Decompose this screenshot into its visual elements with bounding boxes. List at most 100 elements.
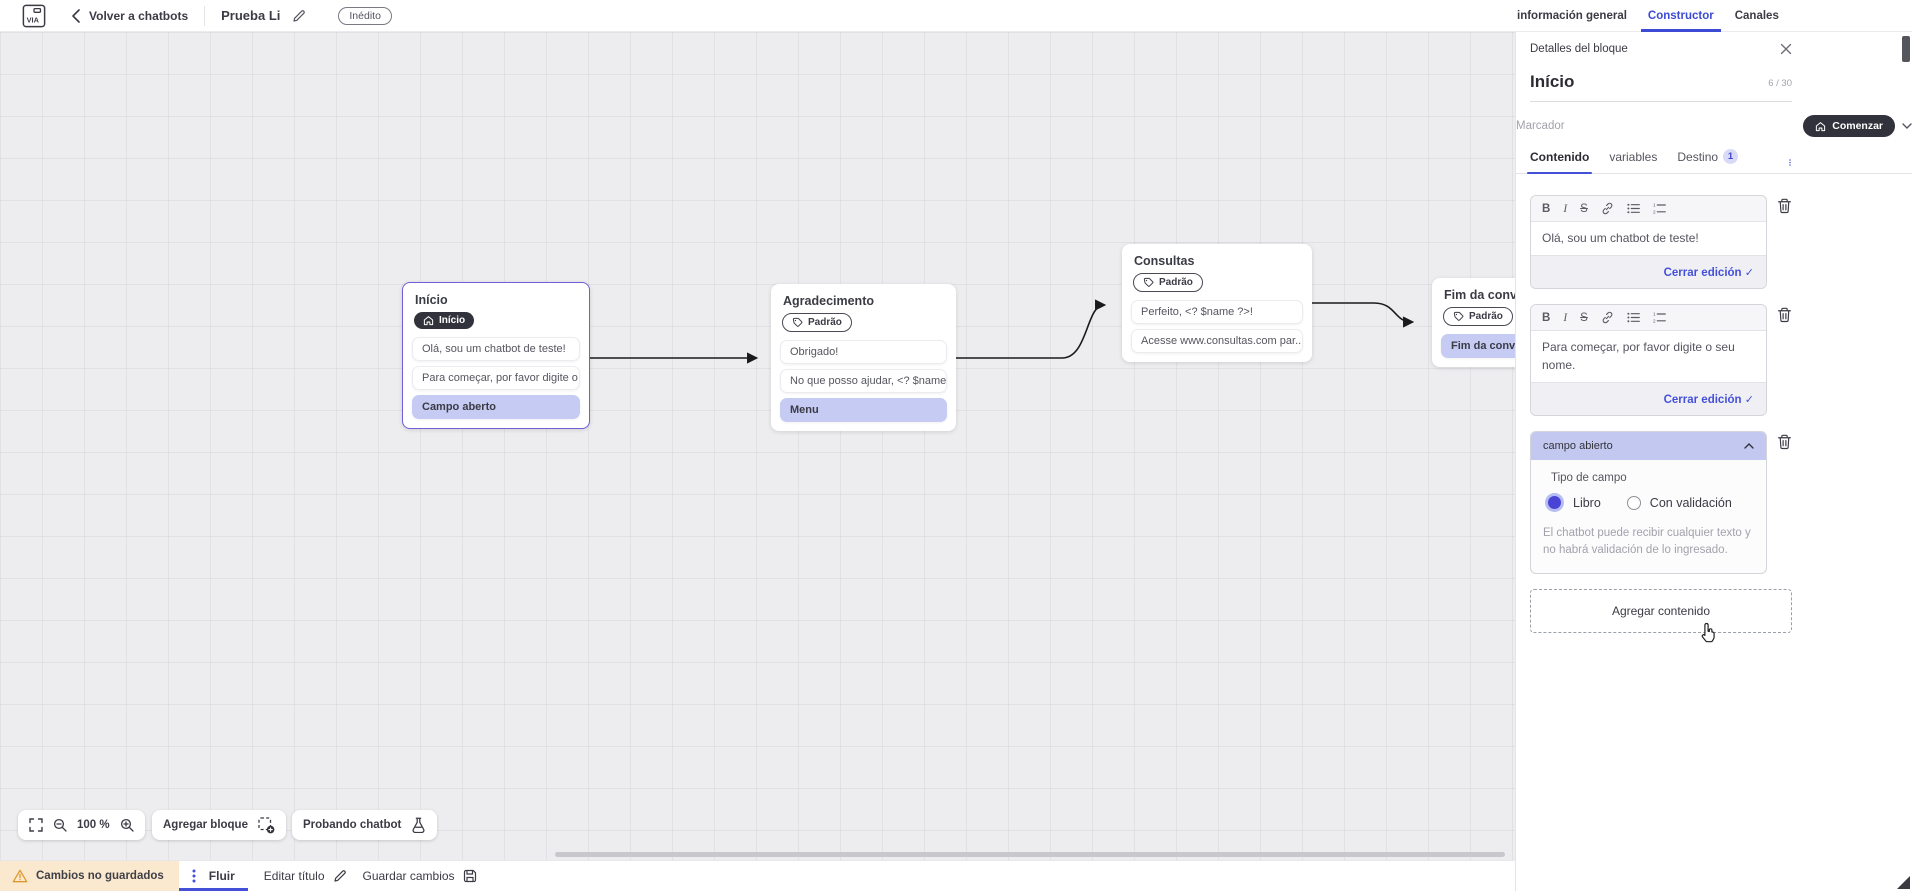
flow-menu-icon[interactable] (192, 869, 196, 883)
horizontal-scrollbar[interactable] (555, 852, 1505, 857)
radio-libro[interactable]: Libro (1545, 493, 1601, 512)
block-name-input[interactable]: Início (1530, 72, 1575, 91)
edit-title-button[interactable]: Editar título (264, 861, 347, 891)
badge-label: Padrão (808, 317, 842, 328)
block-menu-icon[interactable] (1295, 254, 1301, 268)
zoom-out-icon[interactable] (53, 818, 67, 832)
flow-block-inicio[interactable]: Início Início Olá, sou um chatbot de tes… (402, 282, 590, 429)
topbar-left: VIA Volver a chatbots Prueba Li Inédito (0, 4, 392, 28)
close-icon[interactable] (1780, 43, 1792, 55)
block-item-message[interactable]: Acesse www.consultas.com par... (1131, 329, 1303, 353)
editor-text[interactable]: Para começar, por favor digite o seu nom… (1542, 340, 1735, 372)
flow-tab[interactable]: Fluir (178, 861, 248, 891)
status-badge: Inédito (338, 6, 392, 25)
unsaved-changes-banner: Cambios no guardados (0, 861, 179, 891)
chatbot-title: Prueba Li (221, 8, 281, 23)
delete-content-icon[interactable] (1777, 434, 1792, 450)
main-tabs: información general Constructor Canales (1517, 0, 1779, 32)
open-field-title: campo abierto (1543, 440, 1613, 453)
block-menu-icon[interactable] (572, 293, 578, 307)
radio-unselected-icon (1626, 495, 1641, 510)
open-field-header[interactable]: campo abierto (1531, 432, 1766, 461)
edit-title-icon[interactable] (292, 9, 306, 23)
check-icon: ✓ (1744, 267, 1754, 280)
tab-variables[interactable]: variables (1609, 150, 1657, 173)
block-badge-padrao: Padrão (1133, 273, 1203, 292)
strikethrough-button[interactable]: S (1580, 311, 1588, 324)
block-title: Consultas (1134, 254, 1195, 268)
block-item-message[interactable]: No que posso ajudar, <? $name ... (780, 369, 947, 393)
italic-button[interactable]: I (1563, 311, 1568, 324)
back-to-chatbots-button[interactable]: Volver a chatbots (72, 9, 188, 23)
test-chatbot-button[interactable]: Probando chatbot (292, 810, 438, 840)
flow-block-fim-da-conversa[interactable]: Fim da conversa Padrão Fim da conversa (1432, 278, 1515, 367)
zoom-in-icon[interactable] (120, 818, 134, 832)
block-item-menu[interactable]: Menu (780, 398, 947, 422)
tab-contenido[interactable]: Contenido (1526, 150, 1593, 174)
flow-block-agradecimento[interactable]: Agradecimento Padrão Obrigado! No que po… (771, 284, 956, 431)
radio-label: Libro (1573, 495, 1601, 510)
bold-button[interactable]: B (1542, 202, 1551, 215)
add-content-button[interactable]: Agregar contenido (1530, 588, 1792, 642)
italic-button[interactable]: I (1563, 202, 1568, 215)
block-badge-inicio: Início (414, 312, 475, 329)
fullscreen-icon[interactable] (29, 818, 43, 832)
block-item-message[interactable]: Olá, sou um chatbot de teste! (412, 337, 580, 361)
back-label: Volver a chatbots (89, 8, 189, 23)
radio-con-validacion[interactable]: Con validación (1626, 495, 1732, 510)
destino-count-badge: 1 (1723, 149, 1739, 164)
panel-menu-icon[interactable] (1788, 159, 1792, 173)
warning-icon (12, 869, 28, 883)
scroll-corner (1897, 876, 1910, 889)
flow-tab-label: Fluir (208, 869, 235, 883)
tab-informacion-general[interactable]: información general (1517, 10, 1627, 22)
close-edit-button[interactable]: Cerrar edición ✓ (1664, 267, 1754, 279)
tab-constructor[interactable]: Constructor (1640, 0, 1721, 32)
block-item-open-field[interactable]: Campo aberto (412, 395, 580, 419)
tab-destino[interactable]: Destino 1 (1677, 149, 1739, 173)
strikethrough-button[interactable]: S (1580, 202, 1588, 215)
svg-text:2: 2 (1653, 319, 1656, 324)
numbered-list-icon[interactable]: 1 2 (1653, 203, 1666, 214)
block-item-message[interactable]: Perfeito, <? $name ?>! (1131, 300, 1303, 324)
vertical-scrollbar-thumb[interactable] (1902, 36, 1910, 62)
text-editor-2: B I S (1530, 304, 1767, 417)
char-count: 6 / 30 (1768, 78, 1792, 89)
flow-connections (590, 299, 1415, 364)
tag-icon (1453, 311, 1464, 321)
chevron-down-icon[interactable] (1902, 123, 1912, 129)
block-item-message[interactable]: Para começar, por favor digite o ... (412, 366, 580, 390)
add-block-button[interactable]: Agregar bloque (152, 810, 286, 840)
bullet-list-icon[interactable] (1627, 312, 1640, 323)
tab-label: variables (1609, 150, 1658, 164)
marker-dropdown[interactable]: Comenzar (1803, 115, 1895, 137)
editor-text[interactable]: Olá, sou um chatbot de teste! (1542, 231, 1699, 245)
delete-content-icon[interactable] (1777, 198, 1792, 214)
numbered-list-icon[interactable]: 1 2 (1653, 312, 1666, 323)
app-logo-icon: VIA (22, 4, 46, 27)
close-edit-button[interactable]: Cerrar edición ✓ (1664, 394, 1754, 406)
tab-canales[interactable]: Canales (1734, 10, 1779, 22)
block-item-end-conversation[interactable]: Fim da conversa (1441, 334, 1515, 358)
block-menu-icon[interactable] (939, 294, 945, 308)
save-changes-button[interactable]: Guardar cambios (363, 861, 477, 891)
flow-canvas[interactable]: Início Início Olá, sou um chatbot de tes… (0, 32, 1515, 860)
bullet-list-icon[interactable] (1627, 203, 1640, 214)
editor-toolbar: B I S (1531, 305, 1766, 332)
test-chatbot-label: Probando chatbot (303, 819, 402, 831)
badge-label: Padrão (1159, 277, 1193, 288)
connection-agradecimento-consultas (952, 299, 1107, 359)
link-icon[interactable] (1601, 311, 1614, 324)
save-changes-label: Guardar cambios (362, 869, 455, 883)
delete-content-icon[interactable] (1777, 307, 1792, 323)
topbar: VIA Volver a chatbots Prueba Li Inédito … (0, 0, 1912, 32)
tag-icon (792, 317, 803, 327)
link-icon[interactable] (1601, 202, 1614, 215)
bold-button[interactable]: B (1542, 311, 1551, 324)
badge-label: Padrão (1469, 311, 1503, 322)
block-item-message[interactable]: Obrigado! (780, 340, 947, 364)
pencil-icon (333, 870, 346, 882)
marker-value: Comenzar (1832, 120, 1883, 132)
flow-block-consultas[interactable]: Consultas Padrão Perfeito, <? $name ?>! … (1122, 244, 1312, 362)
